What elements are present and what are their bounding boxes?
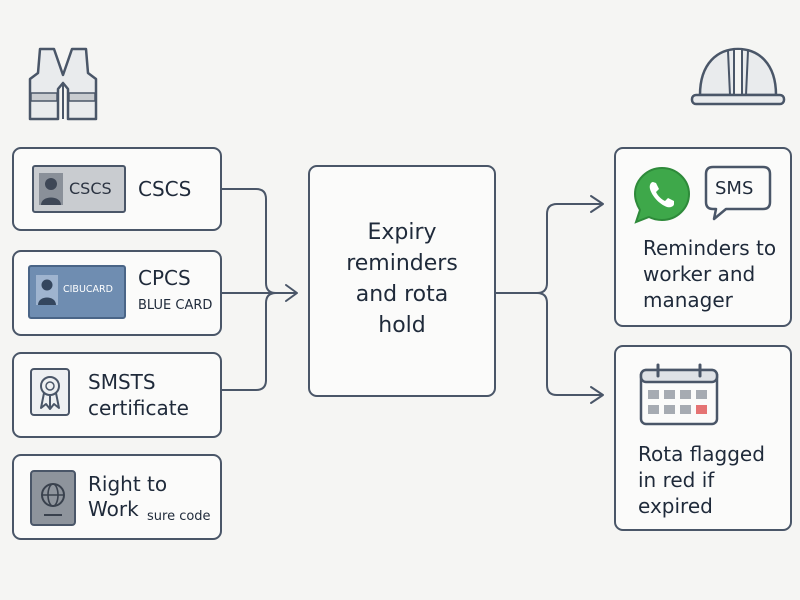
arrow-to-center — [285, 284, 298, 302]
safety-vest-icon — [28, 47, 98, 121]
calendar-icon — [639, 363, 719, 426]
speech-bubble-icon — [704, 165, 772, 221]
rota-box: Rota flagged in red if expired — [614, 345, 792, 531]
smsts-subtitle: certificate — [88, 396, 189, 420]
card-text: CIBUCARD — [63, 284, 113, 295]
rota-line: expired — [638, 494, 713, 518]
rota-line: in red if — [638, 468, 715, 492]
avatar-icon — [39, 173, 63, 205]
center-title: Expiry reminders and rota hold — [310, 217, 494, 341]
cpcs-title: CPCS — [138, 266, 191, 290]
center-line: hold — [378, 313, 426, 338]
connector-out — [495, 203, 603, 294]
center-process-box — [308, 165, 496, 397]
reminders-text: Reminders to worker and manager — [643, 235, 776, 313]
center-line: reminders — [346, 251, 458, 276]
reminders-line: manager — [643, 288, 733, 312]
cpcs-card-icon: CIBUCARD — [28, 265, 126, 319]
center-line: and rota — [355, 282, 449, 307]
rota-line: Rota flagged — [638, 442, 765, 466]
rtw-title-line2: Work — [88, 497, 139, 521]
passport-globe-icon — [30, 470, 76, 526]
arrow-to-rota — [590, 386, 604, 404]
sms-label: SMS — [715, 178, 754, 199]
cpcs-box: CIBUCARD CPCS BLUE CARD — [12, 250, 222, 336]
rtw-subtitle: sure code — [147, 509, 211, 524]
rota-text: Rota flagged in red if expired — [638, 441, 765, 519]
rtw-title: Right to — [88, 472, 168, 496]
reminders-line: Reminders to — [643, 236, 777, 260]
arrow-to-reminders — [590, 195, 604, 213]
flagged-day — [696, 405, 707, 414]
cpcs-subtitle: BLUE CARD — [138, 298, 213, 313]
cscs-card-icon: CSCS — [32, 165, 126, 213]
reminders-box: SMS Reminders to worker and manager — [614, 147, 792, 327]
right-to-work-box: Right to Work sure code — [12, 454, 222, 540]
rosette-icon — [30, 368, 70, 416]
whatsapp-icon — [633, 166, 691, 224]
reminders-line: worker and — [643, 262, 756, 286]
hard-hat-icon — [690, 47, 786, 106]
avatar-icon — [36, 275, 58, 305]
connector-out-2 — [536, 292, 603, 396]
smsts-title: SMSTS — [88, 370, 156, 394]
connector-smsts — [221, 292, 277, 391]
card-text: CSCS — [69, 179, 112, 198]
cscs-title: CSCS — [138, 177, 192, 201]
connector-cscs — [221, 188, 297, 294]
center-line: Expiry — [367, 220, 437, 245]
cscs-box: CSCS CSCS — [12, 147, 222, 231]
smsts-box: SMSTS certificate — [12, 352, 222, 438]
